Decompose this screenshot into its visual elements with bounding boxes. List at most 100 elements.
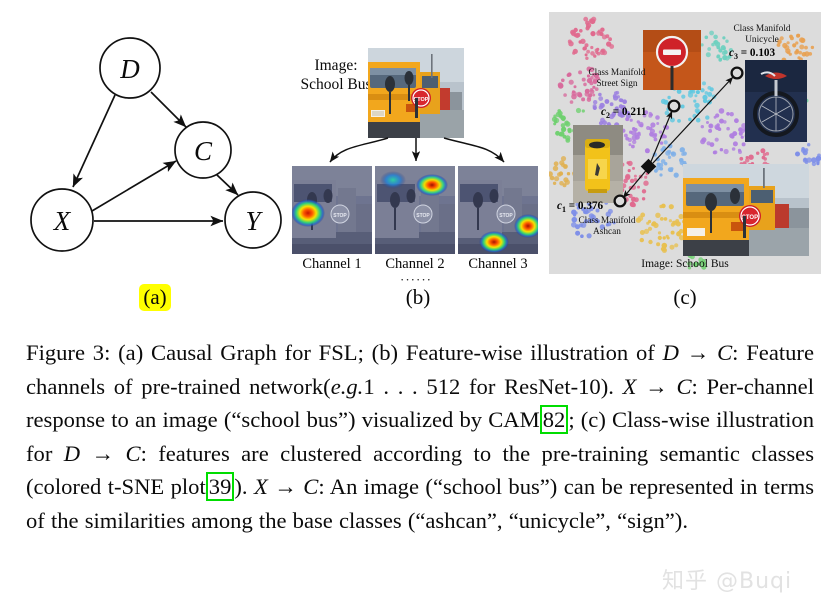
ashcan-value-text: = 0.376 (568, 200, 604, 212)
caption-seg8: : An image (“school bus”) can be represe… (26, 474, 815, 533)
school-bus-thumbnail: STOP (683, 164, 809, 256)
node-C-label: C (194, 136, 213, 166)
unicycle-value-text: = 0.103 (740, 47, 776, 59)
panel-c-bottom-caption: Image: School Bus (641, 258, 729, 270)
unicycle-similarity-value: c3 = 0.103 (729, 47, 775, 61)
svg-text:STOP: STOP (416, 213, 430, 219)
panel-b-image-label-line1: Image: (314, 57, 358, 74)
unicycle-label-line1: Class Manifold (733, 24, 791, 34)
channel-3-label: Channel 3 (468, 256, 528, 272)
ashcan-label-line2: Ashcan (593, 227, 621, 237)
edge-C-to-Y (216, 174, 239, 196)
cam-heatmap-channel-3: STOP (458, 166, 538, 254)
unicycle-anchor-circle (730, 66, 744, 80)
caption-seg3: 1 . . . 512 for ResNet-10). (363, 373, 623, 399)
panel-b-feature-wise: Image: School Bus (292, 18, 542, 298)
street-sign-thumbnail (643, 30, 701, 90)
school-bus-source-image: STOP (368, 48, 464, 138)
edge-D-to-C (150, 91, 187, 128)
watermark: 知乎 @Buqi (662, 569, 793, 594)
node-X-circle (30, 188, 94, 252)
node-C-circle (174, 121, 232, 179)
svg-text:STOP: STOP (333, 213, 347, 219)
caption-var-C1: C (717, 340, 733, 365)
caption-arrow2: → (636, 373, 677, 399)
caption-var-C3: C (125, 440, 141, 466)
unicycle-var: c (729, 47, 734, 59)
causal-graph-edges (72, 91, 239, 227)
street-sign-label-line2: Street Sign (596, 79, 638, 89)
node-Y-circle (224, 191, 282, 249)
svg-text:STOP: STOP (499, 213, 513, 219)
cam-heatmap-channel-2: STOP (375, 166, 455, 254)
caption-var-D2: D (63, 440, 81, 466)
caption-var-C4: C (303, 474, 319, 499)
cam-heatmap-channel-1: STOP (292, 166, 372, 254)
unicycle-thumbnail (745, 60, 807, 142)
svg-text:STOP: STOP (414, 97, 429, 103)
edge-D-to-X (72, 94, 116, 188)
channel-1-label: Channel 1 (302, 256, 362, 272)
ashcan-label-line1: Class Manifold (578, 216, 636, 226)
caption-seg5: ; (c) Class-wise illustration for (26, 407, 814, 466)
channel-ellipsis: ······ (400, 272, 432, 287)
tsne-plot-background: STOP (549, 12, 821, 274)
ashcan-manifold-label: Class Manifold Ashcan (553, 216, 661, 238)
caption-arrow3: → (80, 440, 126, 466)
arrow-to-channel-3 (443, 137, 505, 163)
causal-graph-svg: D C X Y (30, 37, 282, 252)
caption-arrow1: → (678, 340, 718, 365)
panel-b-image-label: Image: School Bus (292, 56, 380, 94)
street-sign-var: c (601, 106, 606, 118)
caption-seg1: (a) Causal Graph for FSL; (b) Feature-wi… (110, 340, 663, 365)
causal-graph-nodes: D C X Y (30, 37, 282, 252)
connector-to-street-sign (649, 110, 673, 165)
panel-c-class-wise: STOP (549, 12, 821, 274)
ashcan-sub: 1 (561, 205, 566, 215)
panel-b-image-label-line2: School Bus (300, 76, 372, 93)
caption-var-D1: D (662, 340, 679, 365)
svg-text:STOP: STOP (742, 215, 758, 221)
query-point-diamond (640, 158, 657, 175)
panel-letter-c: (c) (673, 285, 697, 309)
caption-seg7: ). (234, 474, 254, 499)
caption-eg: e.g. (330, 373, 364, 399)
node-Y-label: Y (245, 206, 263, 236)
citation-82[interactable]: 82 (539, 405, 569, 434)
street-sign-manifold-label: Class Manifold Street Sign (569, 68, 665, 90)
figure-panels-row: D C X Y Image: School Bus (10, 12, 821, 311)
unicycle-label-line2: Unicycle (745, 35, 779, 45)
street-sign-anchor-circle (667, 99, 681, 113)
ashcan-similarity-value: c1 = 0.376 (557, 200, 603, 214)
caption-var-X1: X (622, 373, 637, 399)
unicycle-manifold-label: Class Manifold Unicycle (707, 24, 817, 46)
street-sign-similarity-value: c2 = 0.211 (601, 106, 647, 120)
edge-X-to-C (91, 160, 177, 212)
panel-a-causal-graph: D C X Y (10, 30, 300, 280)
panel-letter-a: (a) (110, 284, 200, 311)
cam-heatmap-row: STOP (292, 166, 542, 254)
node-D-label: D (119, 54, 140, 84)
caption-seg4: : Per-channel response to an image (“sch… (26, 373, 814, 433)
channel-labels: Channel 1 Channel 2 Channel 3 (292, 256, 542, 276)
caption-seg2: : Feature channels of pre-trained networ… (26, 340, 814, 399)
caption-figure-number: Figure 3: (26, 340, 111, 365)
node-D-circle (99, 37, 161, 99)
citation-39[interactable]: 39 (205, 472, 235, 501)
caption-arrow4: → (267, 474, 304, 499)
street-sign-sub: 2 (605, 111, 610, 121)
unicycle-sub: 3 (733, 52, 738, 62)
connector-to-unicycle (652, 76, 734, 164)
street-sign-value-text: = 0.211 (612, 106, 647, 118)
ashcan-anchor-circle (613, 194, 627, 208)
channel-2-label: Channel 2 (385, 256, 445, 272)
panel-letter-a-text: (a) (139, 284, 171, 311)
node-X-label: X (53, 206, 72, 236)
panel-letter-b: (b) (405, 285, 431, 309)
ashcan-thumbnail (573, 125, 623, 203)
caption-var-X2: X (253, 474, 268, 499)
caption-seg6: : features are clustered according to th… (26, 440, 815, 500)
figure-caption: Figure 3: (a) Causal Graph for FSL; (b) … (26, 336, 814, 537)
ashcan-var: c (557, 200, 562, 212)
